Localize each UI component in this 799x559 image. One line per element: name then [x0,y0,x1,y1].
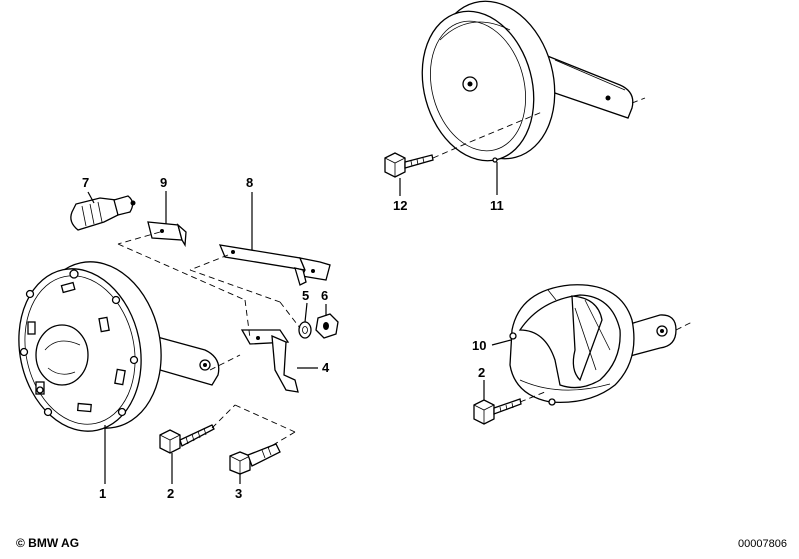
label-4: 4 [322,360,330,375]
label-7: 7 [82,175,89,190]
horn-part-10 [509,284,677,406]
diagram-id: 00007806 [738,538,787,550]
screw-part-2 [159,424,215,454]
label-11: 11 [490,198,504,213]
label-8: 8 [246,175,253,190]
bracket-part-4 [240,329,299,393]
nut-part-6 [315,313,339,339]
label-6: 6 [321,288,328,303]
leader-lines [87,162,512,484]
label-12: 12 [393,198,407,213]
bracket-part-9 [147,221,187,248]
label-10: 10 [472,338,486,353]
copyright-text: © BMW AG [16,536,80,550]
assembly-lines [117,97,693,449]
connector-part-7 [70,195,136,231]
washer-part-5 [298,321,312,339]
label-1: 1 [99,486,106,501]
bracket-part-8 [218,244,331,286]
label-9: 9 [160,175,167,190]
horn-part-11 [421,0,634,163]
bolt-part-3 [229,443,281,475]
label-5: 5 [302,288,309,303]
label-2-right: 2 [478,365,485,380]
horn-part-1 [18,261,220,432]
screw-part-12 [384,152,434,178]
label-2: 2 [167,486,174,501]
label-3: 3 [235,486,242,501]
screw-part-2-right [473,398,522,425]
part-labels: 1 2 3 4 5 6 7 8 9 10 11 12 2 [82,175,504,501]
